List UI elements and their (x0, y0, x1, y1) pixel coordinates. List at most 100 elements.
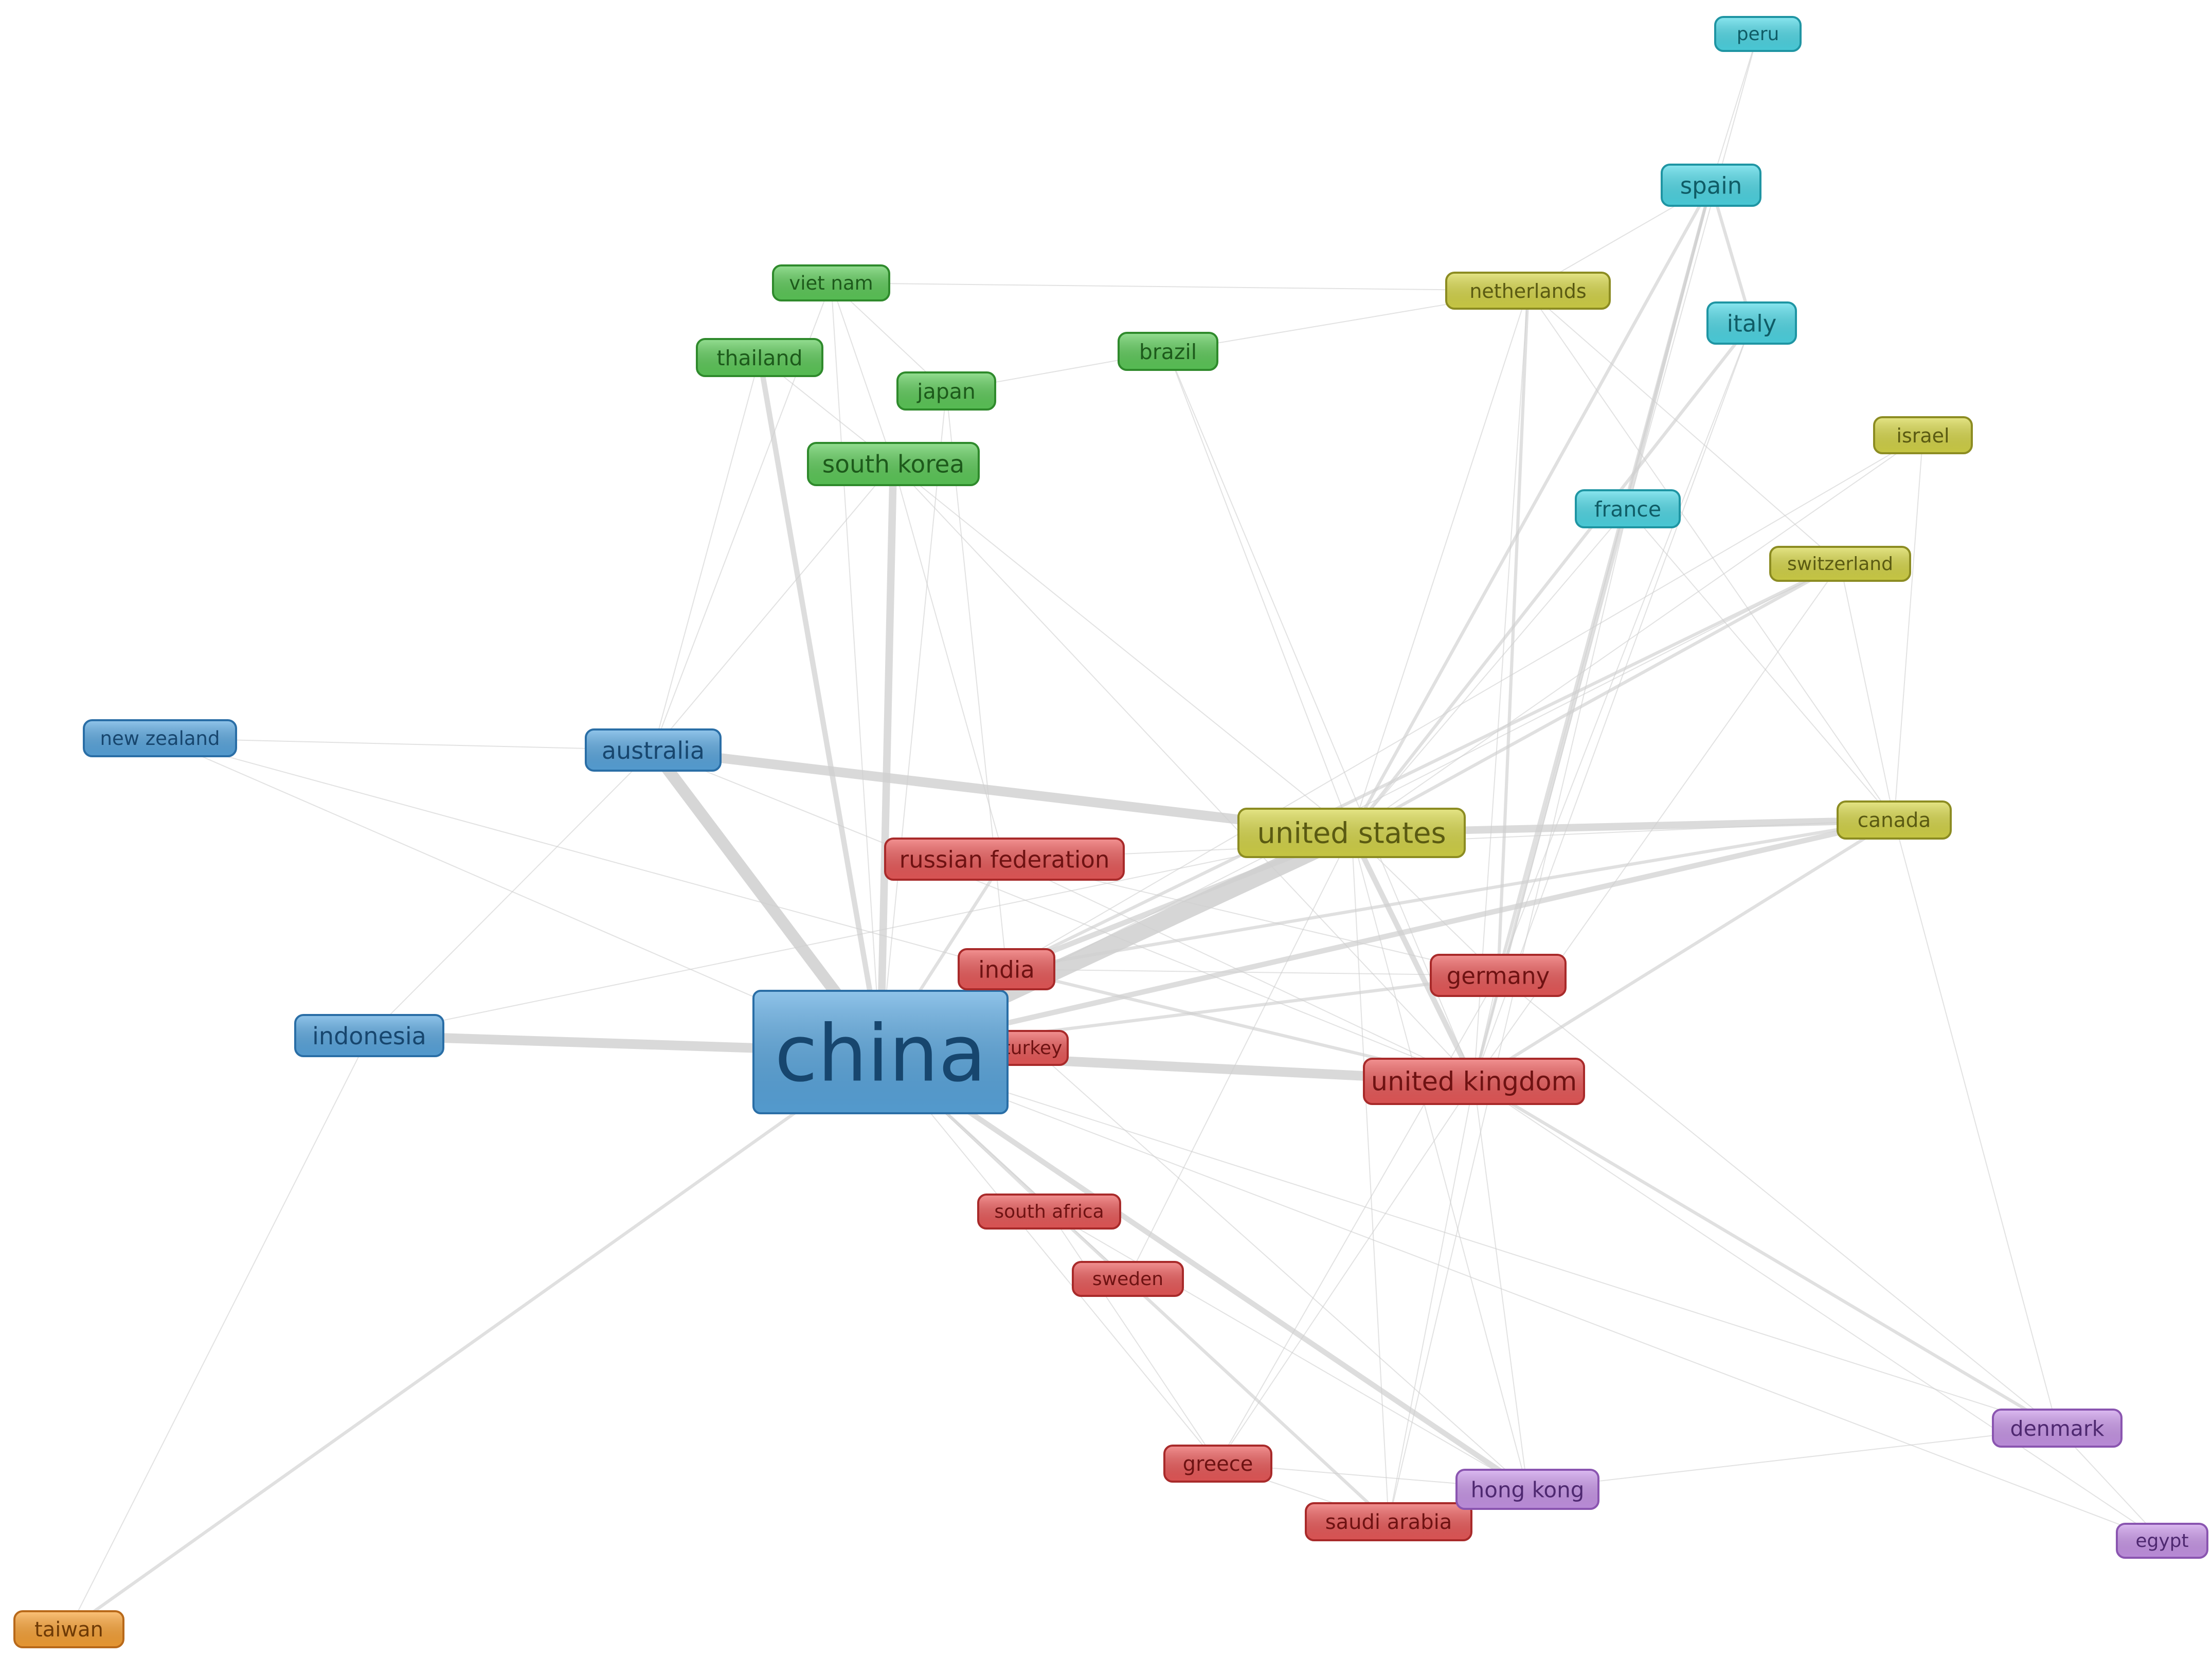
node-label-saudi-arabia: saudi arabia (1325, 1510, 1452, 1534)
node-highlight-spain (1663, 166, 1759, 205)
node-south-korea[interactable]: south korea (807, 442, 980, 486)
node-hong-kong[interactable]: hong kong (1455, 1469, 1599, 1510)
link-united-states-brazil (1167, 351, 1352, 833)
node-highlight-viet-nam (774, 266, 888, 299)
node-japan[interactable]: japan (896, 371, 996, 411)
node-canada[interactable]: canada (1837, 800, 1952, 840)
node-south-africa[interactable]: south africa (977, 1194, 1121, 1230)
node-label-united-kingdom: united kingdom (1371, 1067, 1577, 1097)
node-united-states[interactable]: united states (1237, 808, 1466, 858)
node-highlight-turkey (999, 1032, 1067, 1064)
link-united-states-united-kingdom (1348, 830, 1477, 1084)
node-layer: turkey china australia indonesia new zealand… (13, 16, 2208, 1648)
node-highlight-united-states (1239, 810, 1464, 856)
node-spain[interactable]: spain (1661, 164, 1761, 207)
link-united-states-saudi-arabia (1351, 832, 1389, 1522)
link-netherlands-viet-nam (831, 282, 1528, 291)
node-switzerland[interactable]: switzerland (1769, 546, 1911, 582)
link-south-africa-hong-kong (1049, 1211, 1528, 1490)
link-germany-denmark (1498, 975, 2058, 1429)
link-china-viet-nam (831, 282, 881, 1053)
node-united-kingdom[interactable]: united kingdom (1363, 1058, 1585, 1105)
link-australia-united-states (648, 745, 1357, 838)
link-united-states-italy (1350, 321, 1754, 835)
node-label-italy: italy (1727, 310, 1777, 337)
node-highlight-canada (1839, 803, 1950, 838)
node-label-viet-nam: viet nam (789, 272, 873, 294)
node-label-israel: israel (1896, 424, 1949, 447)
node-peru[interactable]: peru (1714, 16, 1802, 52)
node-highlight-saudi-arabia (1307, 1504, 1470, 1539)
node-highlight-china (754, 992, 1006, 1112)
node-label-brazil: brazil (1139, 340, 1197, 364)
node-label-turkey: turkey (1003, 1038, 1063, 1059)
node-russian-federation[interactable]: russian federation (884, 838, 1125, 881)
node-new-zealand[interactable]: new zealand (83, 719, 237, 757)
node-label-south-korea: south korea (822, 450, 965, 478)
node-highlight-indonesia (296, 1016, 442, 1055)
node-thailand[interactable]: thailand (696, 338, 823, 377)
link-indonesia-taiwan (68, 1035, 370, 1630)
node-highlight-india (960, 950, 1053, 988)
node-denmark[interactable]: denmark (1992, 1409, 2123, 1448)
node-greece[interactable]: greece (1163, 1445, 1272, 1483)
link-indonesia-united-states (369, 832, 1352, 1036)
link-china-denmark (880, 1052, 2058, 1429)
node-label-china: china (775, 1008, 986, 1099)
node-highlight-new-zealand (85, 721, 235, 755)
node-germany[interactable]: germany (1430, 954, 1567, 997)
link-united-kingdom-greece (1217, 1081, 1474, 1464)
link-china-japan (880, 390, 947, 1053)
link-italy-germany (1498, 323, 1752, 976)
link-spain-italy (1709, 183, 1754, 325)
node-netherlands[interactable]: netherlands (1445, 272, 1611, 310)
node-viet-nam[interactable]: viet nam (772, 264, 890, 301)
link-china-thailand (757, 354, 884, 1055)
link-israel-canada (1894, 435, 1923, 821)
node-saudi-arabia[interactable]: saudi arabia (1305, 1502, 1472, 1541)
link-china-taiwan (67, 1050, 883, 1631)
node-italy[interactable]: italy (1706, 301, 1797, 345)
node-israel[interactable]: israel (1873, 416, 1973, 454)
node-highlight-australia (587, 731, 720, 770)
node-france[interactable]: france (1575, 489, 1681, 528)
link-united-kingdom-egypt (1473, 1081, 2163, 1541)
node-sweden[interactable]: sweden (1072, 1261, 1184, 1297)
link-china-canada (877, 817, 1897, 1055)
node-highlight-greece (1165, 1447, 1270, 1481)
link-turkey-hong-kong (1032, 1047, 1528, 1490)
node-label-india: india (978, 956, 1035, 983)
node-label-australia: australia (602, 737, 705, 764)
link-australia-south-korea (653, 464, 894, 751)
link-south-korea-russian-federation (893, 464, 1005, 860)
node-label-hong-kong: hong kong (1471, 1477, 1585, 1502)
node-label-russian-federation: russian federation (900, 846, 1110, 873)
node-highlight-israel (1875, 418, 1971, 452)
link-india-germany (1006, 969, 1499, 976)
node-india[interactable]: india (958, 948, 1055, 990)
node-highlight-hong-kong (1458, 1471, 1597, 1508)
node-label-japan: japan (916, 379, 976, 404)
link-france-saudi-arabia (1388, 508, 1628, 1522)
node-australia[interactable]: australia (585, 728, 722, 772)
node-label-switzerland: switzerland (1787, 554, 1893, 575)
link-south-africa-greece (1049, 1211, 1218, 1464)
link-united-states-sweden (1127, 832, 1352, 1279)
link-south-korea-united-kingdom (893, 464, 1474, 1082)
node-label-thailand: thailand (716, 346, 802, 370)
node-highlight-denmark (1994, 1411, 2120, 1446)
node-highlight-netherlands (1447, 274, 1609, 308)
node-brazil[interactable]: brazil (1118, 332, 1218, 371)
node-taiwan[interactable]: taiwan (13, 1610, 124, 1648)
node-china[interactable]: china (752, 990, 1009, 1114)
node-egypt[interactable]: egypt (2116, 1523, 2208, 1559)
link-united-kingdom-hong-kong (1473, 1081, 1528, 1490)
link-spain-united-kingdom (1472, 183, 1713, 1083)
node-label-new-zealand: new zealand (100, 727, 220, 750)
link-china-egypt (880, 1052, 2163, 1541)
node-turkey[interactable]: turkey (997, 1030, 1069, 1066)
link-hong-kong-denmark (1527, 1428, 2058, 1490)
node-indonesia[interactable]: indonesia (294, 1014, 444, 1057)
link-australia-united-kingdom (653, 750, 1474, 1082)
